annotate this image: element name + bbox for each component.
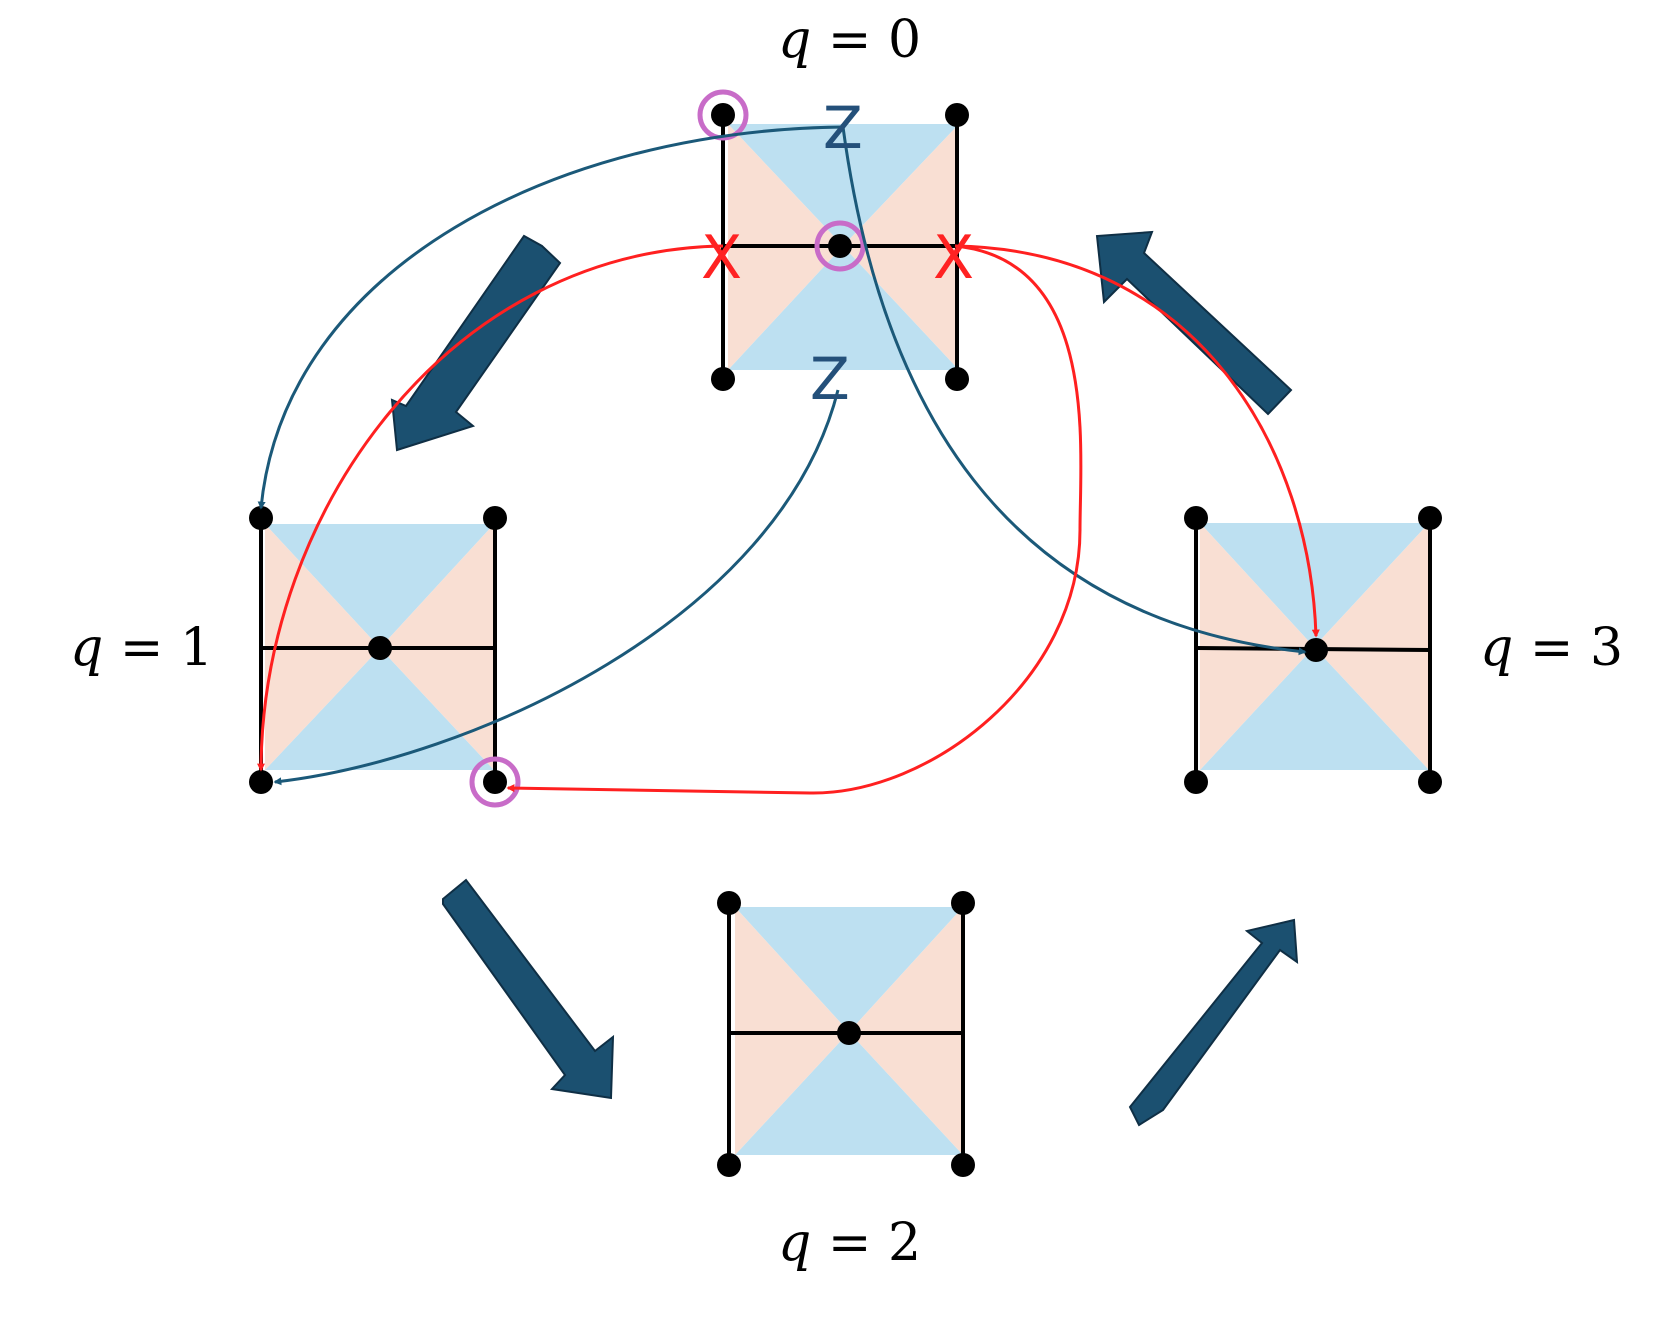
label-q2-equals: =: [827, 1213, 872, 1273]
red-curve-q0-rightx-to-q3-center: [954, 244, 1320, 638]
x-mark-right: X: [933, 223, 974, 293]
quadrant-bottom: [1200, 647, 1429, 770]
tile-q0: [697, 89, 969, 391]
cycle-arrow-q2-to-q3: [1128, 918, 1299, 1127]
label-q1-variable: q: [70, 618, 104, 678]
x-mark-left: X: [701, 223, 742, 293]
cycle-arrow-q3-to-q0: [1095, 230, 1293, 416]
vertex-bottom-left: [1184, 770, 1208, 794]
red-curve-q0-leftx-to-q1-bottomleft: [257, 244, 724, 772]
blue-curve-q0-topleft-to-q1-topleft: [257, 125, 844, 510]
red-curve-q0-rightx-to-q1-bottomright: [506, 244, 1083, 795]
label-q1: q = 1: [70, 618, 213, 678]
vertex-center: [1304, 638, 1328, 662]
vertex-bottom-left: [717, 1153, 741, 1177]
label-q0-value: 0: [887, 10, 922, 70]
label-q3-variable: q: [1480, 618, 1514, 678]
vertex-top-left: [717, 891, 741, 915]
quadrant-right: [1314, 523, 1429, 770]
blue-curve-q0-bottomz-to-q1-bottomleft: [273, 389, 840, 786]
vertex-center: [368, 636, 392, 660]
highlight-ring: [697, 89, 749, 141]
vertex-bottom-right: [1418, 770, 1442, 794]
label-q2: q = 2: [778, 1213, 921, 1273]
vertex-bottom-left: [249, 770, 273, 794]
quadrant-bottom: [728, 246, 959, 370]
blue-curve-q0-center-to-q3-center: [841, 126, 1307, 656]
vertex-top-right: [951, 891, 975, 915]
tile-q3: [1184, 506, 1442, 794]
highlight-ring: [469, 756, 521, 808]
vertex-bottom-right: [945, 367, 969, 391]
quadrant-top: [265, 524, 494, 648]
vertex-top-right: [483, 506, 507, 530]
cycle-arrows: [390, 230, 1299, 1127]
vertex-bottom-right: [951, 1153, 975, 1177]
z-mark-top: Z: [823, 94, 863, 162]
tile-q2: [717, 891, 975, 1177]
quadrant-top: [735, 907, 963, 1032]
vertex-bottom-left: [711, 367, 735, 391]
label-q3-value: 3: [1589, 618, 1624, 678]
label-q1-value: 1: [179, 618, 214, 678]
label-q3-equals: =: [1529, 618, 1574, 678]
z-mark-bottom: Z: [810, 345, 850, 413]
label-q0-variable: q: [778, 10, 812, 70]
label-q2-variable: q: [778, 1213, 812, 1273]
cycle-arrow-q1-to-q2: [442, 878, 615, 1100]
quadrant-bottom: [735, 1032, 963, 1155]
label-q0: q = 0: [778, 10, 921, 70]
vertex-top-left: [1184, 506, 1208, 530]
label-q2-value: 2: [887, 1213, 922, 1273]
vertex-center: [828, 234, 852, 258]
cycle-arrow-q0-to-q1: [390, 234, 562, 452]
label-q1-equals: =: [119, 618, 164, 678]
vertex-top-right: [945, 103, 969, 127]
vertex-top-right: [1418, 506, 1442, 530]
quadrant-top: [728, 124, 959, 246]
vertex-bottom-right: [483, 770, 507, 794]
vertex-top-left: [711, 103, 735, 127]
vertex-top-left: [249, 506, 273, 530]
highlight-ring: [814, 220, 866, 272]
quadrant-bottom: [265, 648, 494, 770]
vertex-center: [837, 1021, 861, 1045]
quadrant-top: [1200, 523, 1429, 647]
connecting-curves: [257, 125, 1320, 795]
label-q0-equals: =: [827, 10, 872, 70]
label-q3: q = 3: [1480, 618, 1623, 678]
